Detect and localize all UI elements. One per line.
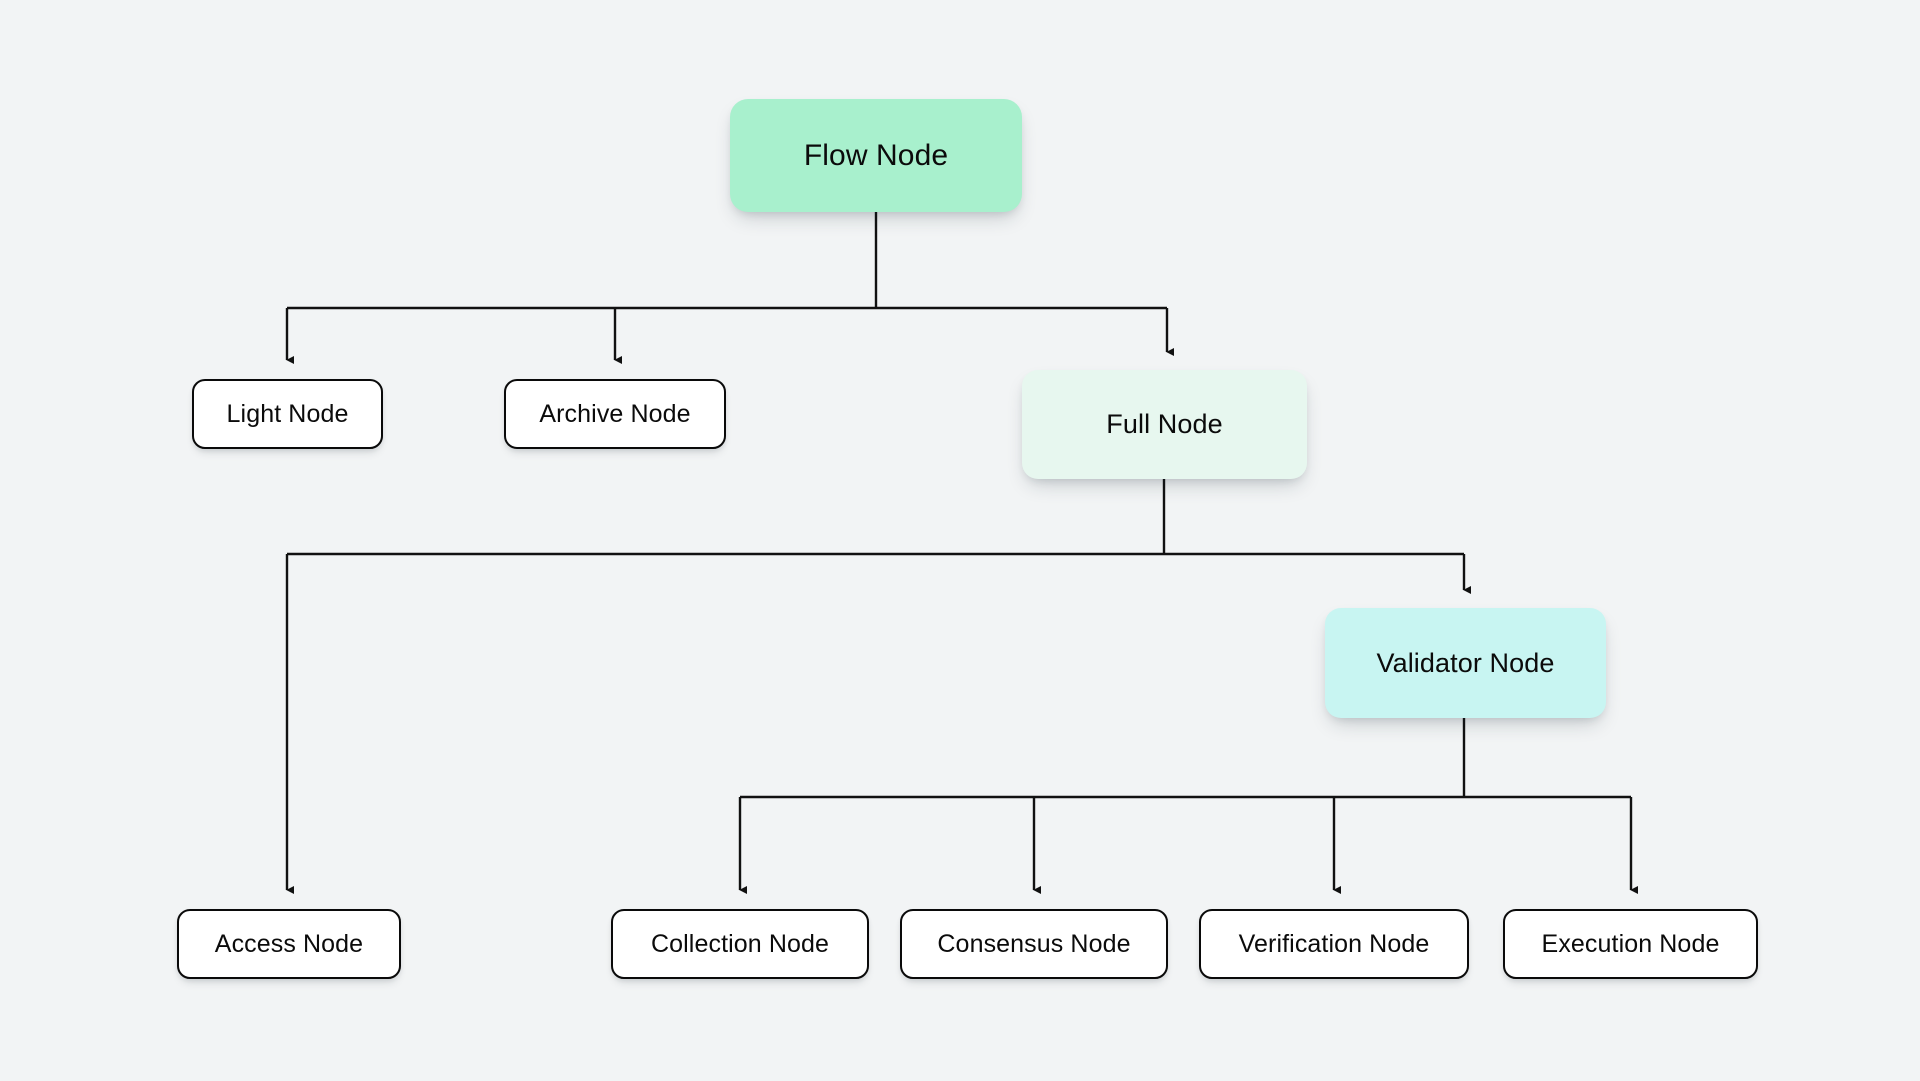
node-consensus-node[interactable]: Consensus Node (900, 909, 1168, 979)
node-verification-node[interactable]: Verification Node (1199, 909, 1469, 979)
node-flow-node[interactable]: Flow Node (730, 99, 1022, 212)
node-label: Execution Node (1541, 929, 1720, 958)
node-full-node[interactable]: Full Node (1022, 370, 1307, 479)
node-archive-node[interactable]: Archive Node (504, 379, 726, 449)
edge-validator-node-bus (740, 718, 1631, 799)
node-collection-node[interactable]: Collection Node (611, 909, 869, 979)
node-label: Light Node (226, 399, 349, 428)
node-label: Flow Node (803, 138, 949, 172)
node-label: Full Node (1106, 409, 1223, 439)
node-light-node[interactable]: Light Node (192, 379, 383, 449)
node-label: Archive Node (539, 399, 691, 428)
node-label: Consensus Node (937, 929, 1131, 958)
node-label: Verification Node (1238, 929, 1430, 958)
node-label: Collection Node (651, 929, 829, 958)
node-execution-node[interactable]: Execution Node (1503, 909, 1758, 979)
edge-full-node-bus (287, 479, 1464, 556)
node-label: Validator Node (1376, 647, 1555, 678)
node-validator-node[interactable]: Validator Node (1325, 608, 1606, 718)
node-access-node[interactable]: Access Node (177, 909, 401, 979)
node-label: Access Node (214, 929, 364, 958)
edge-flow-node-bus (287, 212, 1167, 310)
